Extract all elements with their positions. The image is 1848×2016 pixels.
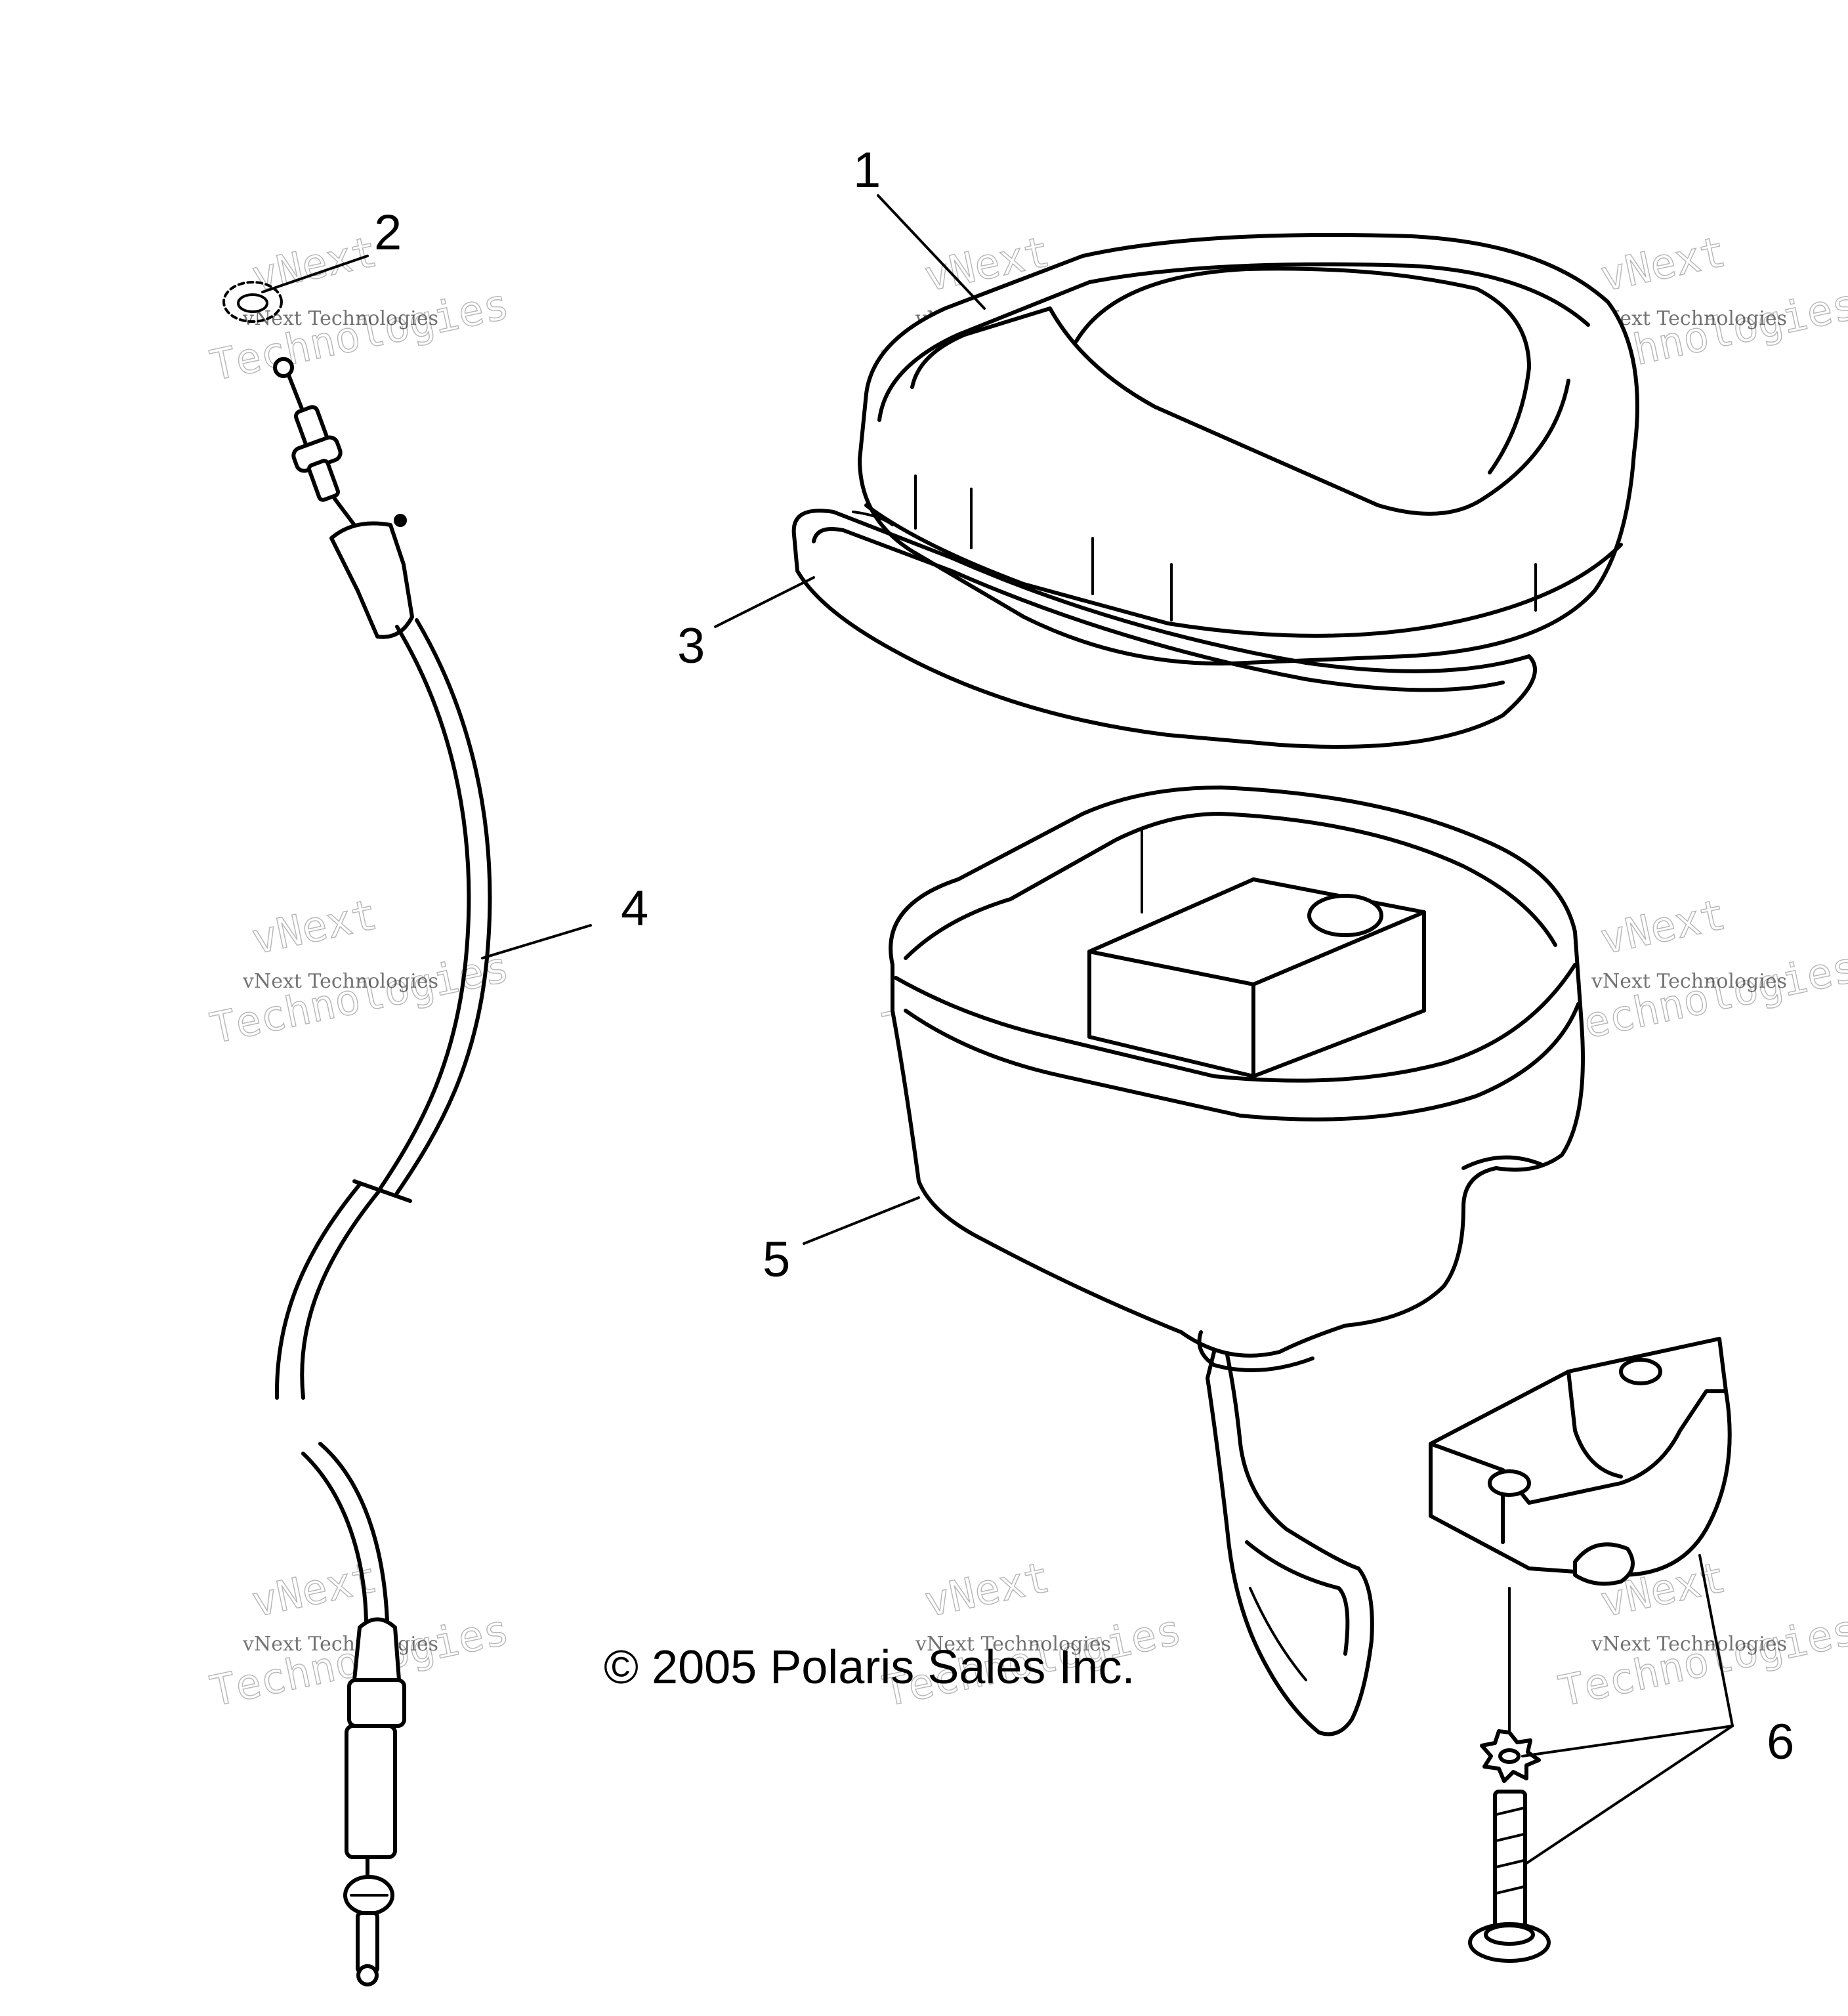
cable-boot-top — [329, 521, 414, 639]
leader-6c — [1524, 1725, 1734, 1865]
callout-2: 2 — [374, 205, 402, 261]
part-5-throttle-housing — [889, 786, 1585, 1736]
clamp-bottom-boss — [1573, 1542, 1635, 1586]
leader-6b — [1521, 1725, 1734, 1757]
watermark-small: vNext Technologies — [1591, 970, 1787, 993]
watermark-small: vNext Technologies — [242, 970, 438, 993]
cable-tube-bottom — [345, 1724, 397, 1859]
screw-head-top — [1484, 1923, 1535, 1946]
clamp-hole-front — [1488, 1469, 1531, 1497]
part-3-gasket — [791, 509, 1537, 749]
housing-boss-hole — [1307, 894, 1383, 937]
clamp-body — [1429, 1337, 1732, 1577]
callout-4: 4 — [621, 881, 648, 936]
watermark-big-2: Technologies — [1555, 1606, 1848, 1717]
watermark-small: vNext Technologies — [242, 307, 438, 330]
cable-end-bottom — [356, 1911, 379, 1974]
part-4-throttle-cable — [273, 357, 492, 1986]
cable-end-ball-top — [273, 357, 294, 378]
watermark-big-1: vNext — [247, 891, 381, 964]
watermark-small: vNext Technologies — [1591, 1633, 1787, 1656]
cable-end-ball-bottom — [356, 1964, 379, 1986]
cable-sheath-lower-a — [274, 1183, 362, 1400]
cable-sheath-bottom-b — [318, 1442, 389, 1623]
watermark-big-1: vNext — [1596, 228, 1730, 301]
cover-skirt-line — [864, 503, 1623, 638]
clip-outer — [222, 281, 283, 323]
housing-boss-edges — [1087, 910, 1426, 1078]
leader-4 — [481, 924, 592, 959]
cable-sheath-bottom-a — [301, 1452, 368, 1623]
part-1-housing-cover — [858, 233, 1639, 666]
cable-ferrule-bottom — [352, 1617, 401, 1682]
cable-collar-bottom — [347, 1678, 406, 1728]
screw-thread-1 — [1495, 1807, 1525, 1816]
cable-wire-top — [287, 373, 305, 414]
part-2-clip — [222, 281, 283, 323]
callout-5: 5 — [763, 1232, 790, 1288]
watermark: vNext vNext Technologies Technologies — [1554, 890, 1848, 1054]
screw-thread-4 — [1495, 1885, 1525, 1895]
housing-pivot — [1197, 1330, 1314, 1372]
watermark-big-1: vNext — [1596, 891, 1730, 964]
callout-labels: 1 2 3 4 5 6 — [374, 142, 1794, 1770]
cover-rim — [877, 262, 1590, 422]
watermark-big-2: Technologies — [206, 280, 513, 391]
cable-sheath-lower-b — [300, 1187, 383, 1400]
part-6-clamp-assembly — [1429, 1337, 1732, 1963]
watermark-small: vNext Technologies — [242, 1633, 438, 1656]
cable-sheath-upper-a — [379, 625, 471, 1190]
lever-edge — [1245, 1540, 1350, 1656]
leader-6a — [1698, 1554, 1734, 1727]
screw-thread-2 — [1495, 1833, 1525, 1842]
lever-contour — [1249, 1587, 1307, 1681]
cable-boot-tab — [394, 514, 407, 527]
clamp-hole-rear — [1619, 1358, 1662, 1385]
watermark-small: vNext Technologies — [915, 1633, 1111, 1656]
clamp-saddle — [1566, 1370, 1623, 1479]
leader-5 — [803, 1196, 920, 1245]
cable-wire-mid — [333, 497, 356, 527]
star-washer-hole — [1498, 1748, 1521, 1764]
watermark: vNext vNext Technologies Technologies — [205, 227, 513, 391]
leader-lines — [261, 194, 1734, 1865]
gasket-outer — [791, 509, 1537, 749]
leader-3 — [714, 576, 815, 628]
cover-top-recess — [910, 306, 1570, 516]
callout-6: 6 — [1767, 1714, 1794, 1770]
leader-2 — [261, 255, 369, 293]
throttle-lever — [1206, 1324, 1374, 1736]
gasket-lip — [852, 511, 894, 526]
gasket-inner — [812, 527, 1505, 692]
housing-bar-cutout — [1461, 1155, 1544, 1170]
watermark-big-2: Technologies — [1555, 943, 1848, 1054]
cover-raised-panel — [1074, 266, 1531, 474]
callout-1: 1 — [853, 142, 881, 198]
cable-sheath-upper-b — [395, 618, 492, 1195]
cable-adjuster-top — [307, 459, 340, 502]
housing-rim-outer — [894, 963, 1577, 1083]
housing-rim-lower — [904, 1002, 1580, 1122]
screw-thread-3 — [1495, 1859, 1525, 1868]
cable-joint — [352, 1179, 412, 1203]
housing-rim-inner — [904, 812, 1557, 960]
watermark-big-1: vNext — [920, 1553, 1054, 1627]
clip-inner — [237, 293, 268, 313]
clamp-top-edge — [1429, 1389, 1728, 1505]
callout-3: 3 — [677, 618, 705, 674]
leader-1 — [877, 194, 986, 310]
copyright-notice: © 2005 Polaris Sales Inc. — [604, 1641, 1135, 1694]
